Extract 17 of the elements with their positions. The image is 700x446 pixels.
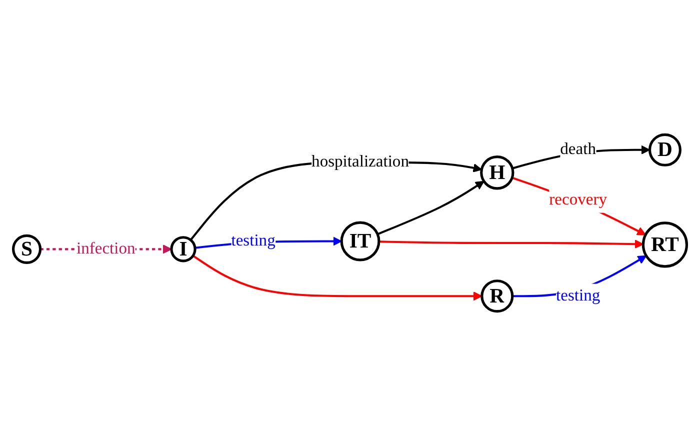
node-circle: D — [648, 133, 682, 166]
edge-label: testing — [556, 286, 600, 304]
edge-label: infection — [76, 240, 136, 258]
node-circle: I — [170, 236, 196, 262]
node-circle: H — [480, 156, 514, 190]
node-circle: RT — [642, 222, 688, 268]
node-circle: S — [12, 234, 42, 264]
arrow — [512, 176, 646, 236]
edge-label: testing — [231, 232, 276, 250]
arrow — [192, 254, 482, 301]
edge-label: hospitalization — [312, 152, 409, 171]
node-circle: R — [480, 280, 514, 313]
node-circle: IT — [340, 221, 380, 262]
edge-label: recovery — [549, 191, 608, 209]
arrow — [377, 180, 484, 236]
arrow — [378, 240, 644, 249]
edge-label: death — [560, 140, 596, 158]
